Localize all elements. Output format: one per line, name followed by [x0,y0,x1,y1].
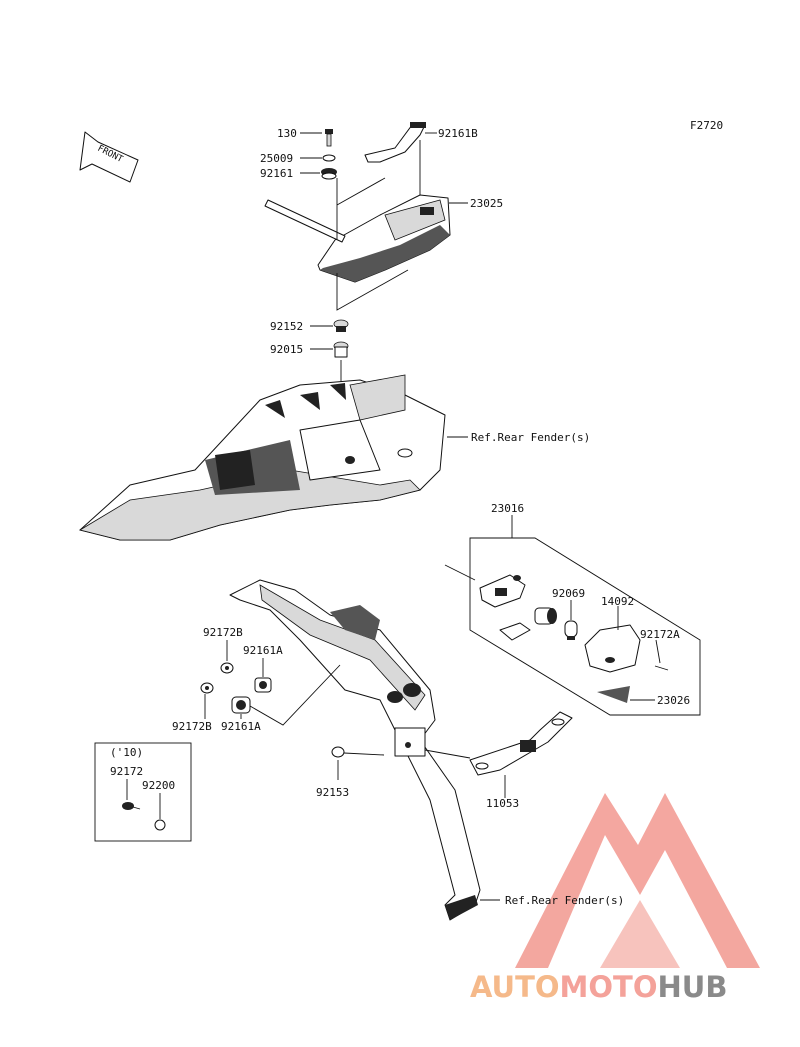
bulb-92069-icon [564,620,578,640]
label-92161: 92161 [260,167,293,180]
front-arrow-icon: FRONT [79,131,139,183]
label-23025: 23025 [470,197,503,210]
reflector-23026-icon [597,686,630,703]
label-92161B: 92161B [438,127,478,140]
cover-23025-icon [264,194,451,283]
nut-92152-icon [333,319,349,332]
label-92153: 92153 [316,786,349,799]
watermark-text: AUTOMOTOHUB [470,970,727,1004]
label-ref-fender-lower: Ref.Rear Fender(s) [505,894,624,907]
label-92172B-top: 92172B [203,626,243,639]
lens-14092-icon [584,624,641,673]
washer-25009-icon [322,154,336,162]
screw-92172-icon [122,802,141,810]
figure-code: F2720 [690,119,723,132]
screw-92172B-bottom-icon [200,682,214,694]
grommet-92161A-bottom-icon [231,696,251,714]
watermark-part3: HUB [658,970,728,1004]
label-ref-fender-upper: Ref.Rear Fender(s) [471,431,590,444]
license-light-base-icon [479,574,526,608]
grommet-92161A-top-icon [254,677,272,693]
watermark-part2: MOTO [560,970,658,1004]
label-130: 130 [277,127,297,140]
label-14092: 14092 [601,595,634,608]
label-23016: 23016 [491,502,524,515]
label-25009: 25009 [260,152,293,165]
label-92015: 92015 [270,343,303,356]
label-92069: 92069 [552,587,585,600]
label-92161A-bottom: 92161A [221,720,261,733]
label-92161A-top: 92161A [243,644,283,657]
washer-92200-icon [154,819,166,831]
collar-92015-icon [333,341,349,358]
label-11053: 11053 [486,797,519,810]
bolt-130-icon [325,129,333,147]
socket-icon [499,607,557,641]
inset-box [94,742,192,842]
grommet-92161-icon [321,168,337,180]
fender-bracket-icon [229,579,481,921]
watermark-part1: AUTO [470,970,560,1004]
rear-fender-upper-icon [78,374,446,541]
label-92152: 92152 [270,320,303,333]
label-92172: 92172 [110,765,143,778]
watermark-logo-icon [515,793,760,968]
bracket-92161B-icon [364,124,426,163]
label-92172A: 92172A [640,628,680,641]
plate-bracket-11053-icon [469,711,573,776]
label-92172B-bottom: 92172B [172,720,212,733]
bolt-92153-icon [331,746,385,758]
label-23026: 23026 [657,694,690,707]
label-92200: 92200 [142,779,175,792]
inset-year: ('10) [110,746,143,759]
screw-92172B-top-icon [220,662,234,674]
